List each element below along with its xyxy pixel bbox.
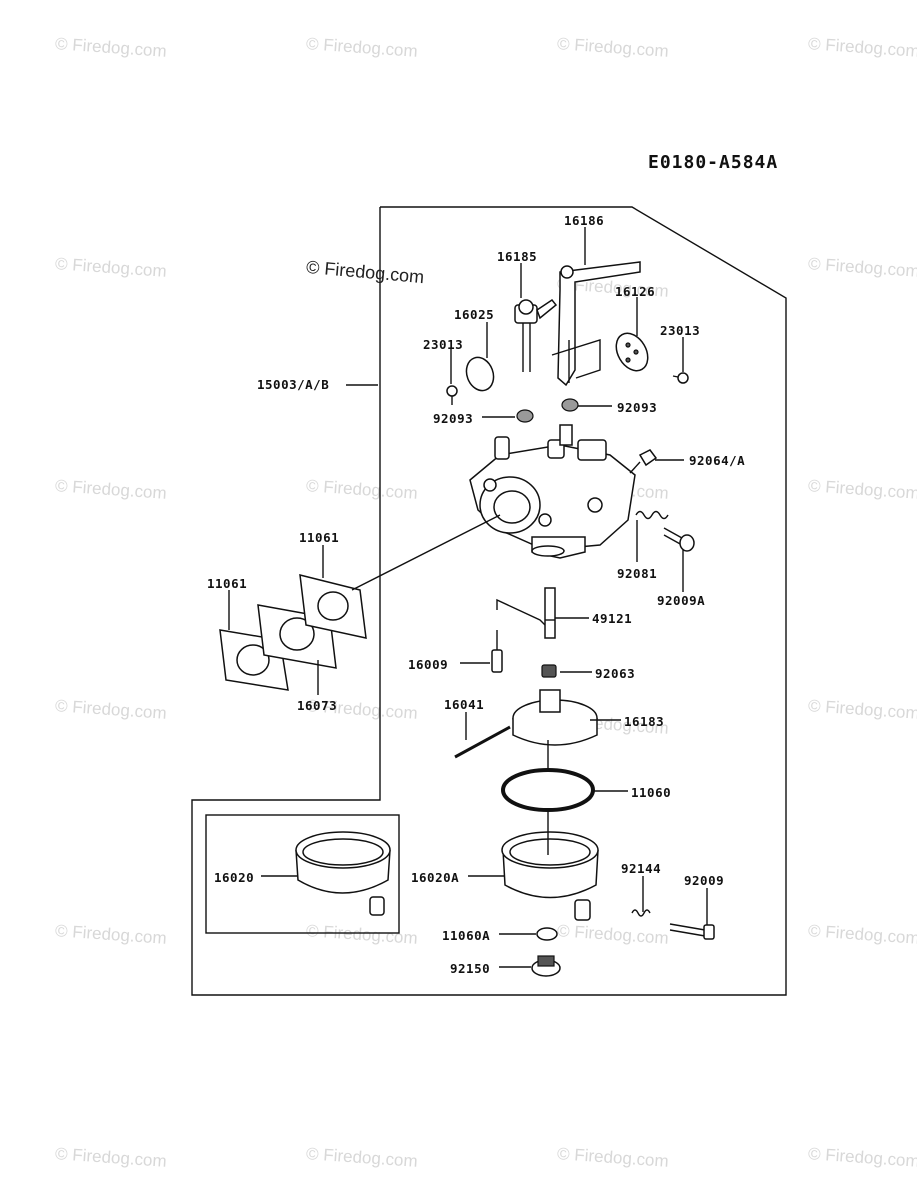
- callout-92144: 92144: [621, 861, 662, 876]
- seal-92093-left: [516, 409, 534, 423]
- carburetor-body: [469, 424, 636, 559]
- callout-16073: 16073: [297, 698, 338, 713]
- float-pin-16041: [454, 725, 511, 759]
- callout-11061: 11061: [207, 576, 248, 591]
- callout-92093: 92093: [617, 400, 658, 415]
- choke-plate: [465, 356, 495, 392]
- throttle-lever: [557, 261, 641, 387]
- callout-92150: 92150: [450, 961, 491, 976]
- screw-92009A: [663, 527, 695, 552]
- callout-16020: 16020: [214, 870, 255, 885]
- callout-15003: 15003/A/B: [257, 377, 330, 392]
- seal-92093-right: [561, 398, 579, 412]
- callout-92063: 92063: [595, 666, 636, 681]
- callout-92081: 92081: [617, 566, 658, 581]
- screw-23013-left: [446, 385, 458, 405]
- callout-16185: 16185: [497, 249, 538, 264]
- callout-92064: 92064/A: [689, 453, 746, 468]
- callout-49121: 49121: [592, 611, 633, 626]
- frame-outline: [191, 206, 787, 996]
- callout-92009: 92009: [684, 873, 725, 888]
- callout-16186: 16186: [564, 213, 605, 228]
- callout-92009A: 92009A: [657, 593, 706, 608]
- throttle-plate: [615, 332, 649, 372]
- main-jet-92063: [541, 664, 557, 678]
- callout-92093: 92093: [433, 411, 474, 426]
- callout-16126: 16126: [615, 284, 656, 299]
- gasket-11061-rear: [299, 574, 367, 639]
- spring-92144: [631, 909, 651, 917]
- callout-16020A: 16020A: [411, 870, 460, 885]
- float-valve-16009: [491, 630, 503, 673]
- main-nozzle-49121: [544, 587, 556, 639]
- float-16183: [512, 689, 598, 746]
- float-bowl-16020A: [501, 831, 599, 921]
- callout-23013: 23013: [423, 337, 464, 352]
- callout-11060: 11060: [631, 785, 672, 800]
- callout-11060A: 11060A: [442, 928, 491, 943]
- callout-16025: 16025: [454, 307, 495, 322]
- float-bowl-16020: [295, 831, 391, 916]
- choke-shaft: [514, 298, 558, 372]
- inset-box: [205, 814, 400, 934]
- screw-23013-right: [672, 372, 689, 384]
- callout-16041: 16041: [444, 697, 485, 712]
- diagram-code: E0180-A584A: [648, 152, 779, 173]
- spring-92081: [635, 510, 669, 520]
- callout-16183: 16183: [624, 714, 665, 729]
- callout-23013: 23013: [660, 323, 701, 338]
- callout-16009: 16009: [408, 657, 449, 672]
- pilot-jet-92064: [629, 449, 658, 474]
- washer-11060A: [536, 927, 558, 941]
- screw-92009: [669, 923, 715, 940]
- drain-bolt-92150: [531, 955, 561, 977]
- callout-11061: 11061: [299, 530, 340, 545]
- o-ring-11060: [501, 768, 595, 812]
